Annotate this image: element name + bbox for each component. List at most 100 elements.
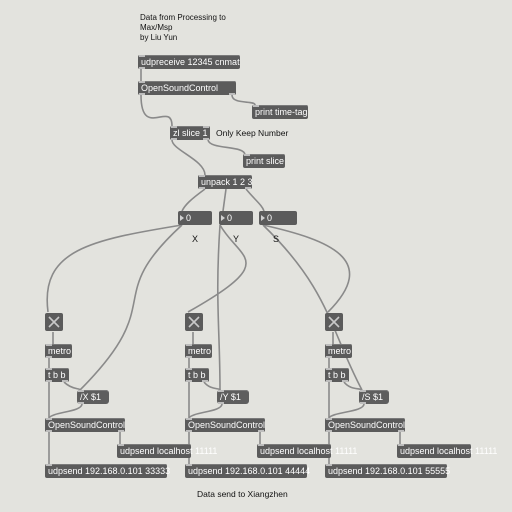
- number-box-x[interactable]: 0: [178, 211, 212, 225]
- udpsend-x-object[interactable]: udpsend 192.168.0.101 33333: [45, 464, 170, 478]
- osc-x-object[interactable]: OpenSoundControl: [45, 418, 125, 432]
- inlet[interactable]: [199, 175, 205, 177]
- object-text: udpsend localhost 11111: [120, 446, 218, 456]
- outlet[interactable]: [139, 67, 145, 69]
- object-text: t b b: [188, 370, 206, 380]
- outlet[interactable]: [199, 187, 205, 189]
- toggle-s[interactable]: [325, 313, 343, 331]
- udpsend-local-y-object[interactable]: udpsend localhost 11111: [257, 444, 357, 458]
- outlet[interactable]: [360, 402, 366, 404]
- osc-top-object[interactable]: OpenSoundControl: [138, 81, 236, 95]
- inlet[interactable]: [186, 344, 192, 346]
- metro-x-object[interactable]: metro: [45, 344, 72, 358]
- outlet[interactable]: [139, 93, 145, 95]
- inlet[interactable]: [326, 368, 332, 370]
- outlet[interactable]: [203, 138, 209, 140]
- inlet[interactable]: [203, 126, 209, 128]
- zl-slice-object[interactable]: zl slice 1: [170, 126, 210, 140]
- inlet[interactable]: [186, 464, 192, 466]
- outlet[interactable]: [326, 356, 332, 358]
- outlet[interactable]: [258, 430, 264, 432]
- object-text: OpenSoundControl: [141, 83, 219, 93]
- inlet[interactable]: [326, 464, 332, 466]
- outlet[interactable]: [186, 430, 192, 432]
- udpsend-s-object[interactable]: udpsend 192.168.0.101 55555: [325, 464, 451, 478]
- tbb-x-object[interactable]: t b b: [45, 368, 69, 382]
- print-slice-object[interactable]: print slice: [243, 154, 285, 168]
- outlet[interactable]: [62, 380, 68, 382]
- inlet[interactable]: [360, 390, 366, 392]
- tbb-y-object[interactable]: t b b: [185, 368, 209, 382]
- outlet[interactable]: [326, 430, 332, 432]
- metro-y-object[interactable]: metro: [185, 344, 212, 358]
- outlet[interactable]: [46, 430, 52, 432]
- inlet[interactable]: [46, 464, 52, 466]
- title-comment-line1: Data from Processing to: [140, 13, 226, 22]
- x-label: X: [192, 234, 199, 244]
- toggle-y[interactable]: [185, 313, 203, 331]
- message-x[interactable]: /X $1: [77, 390, 109, 404]
- outlet[interactable]: [202, 380, 208, 382]
- inlet[interactable]: [46, 344, 52, 346]
- number-triangle-icon: [221, 214, 225, 221]
- message-y[interactable]: /Y $1: [217, 390, 249, 404]
- inlet[interactable]: [171, 126, 177, 128]
- outlet[interactable]: [326, 380, 332, 382]
- outlet[interactable]: [229, 93, 235, 95]
- udpsend-y-object[interactable]: udpsend 192.168.0.101 44444: [185, 464, 311, 478]
- object-text: print slice: [246, 156, 285, 166]
- outlet[interactable]: [245, 187, 251, 189]
- toggle-s-icon: [328, 316, 340, 328]
- osc-y-object[interactable]: OpenSoundControl: [185, 418, 265, 432]
- object-text: t b b: [48, 370, 66, 380]
- outlet[interactable]: [46, 380, 52, 382]
- print-timetag-object[interactable]: print time-tag: [252, 105, 308, 119]
- tbb-s-object[interactable]: t b b: [325, 368, 349, 382]
- object-text: metro: [48, 346, 72, 356]
- outlet[interactable]: [398, 430, 404, 432]
- inlet[interactable]: [258, 444, 264, 446]
- inlet[interactable]: [139, 55, 145, 57]
- udpreceive-object[interactable]: udpreceive 12345 cnmat: [138, 55, 240, 69]
- message-text: /Y $1: [220, 392, 241, 402]
- inlet[interactable]: [326, 344, 332, 346]
- inlet[interactable]: [78, 390, 84, 392]
- outlet[interactable]: [218, 402, 224, 404]
- inlet[interactable]: [326, 418, 332, 420]
- object-text: udpsend localhost 11111: [400, 446, 498, 456]
- outlet[interactable]: [46, 356, 52, 358]
- outlet[interactable]: [118, 430, 124, 432]
- outlet[interactable]: [171, 138, 177, 140]
- inlet[interactable]: [46, 418, 52, 420]
- object-text: metro: [188, 346, 212, 356]
- number-box-y[interactable]: 0: [219, 211, 253, 225]
- unpack-object[interactable]: unpack 1 2 3: [198, 175, 253, 189]
- udpsend-local-s-object[interactable]: udpsend localhost 11111: [397, 444, 497, 458]
- osc-s-object[interactable]: OpenSoundControl: [325, 418, 405, 432]
- inlet[interactable]: [218, 390, 224, 392]
- message-s[interactable]: /S $1: [359, 390, 389, 404]
- outlet[interactable]: [186, 380, 192, 382]
- inlet[interactable]: [46, 368, 52, 370]
- inlet[interactable]: [244, 154, 250, 156]
- inlet[interactable]: [118, 444, 124, 446]
- outlet[interactable]: [342, 380, 348, 382]
- outlet[interactable]: [78, 402, 84, 404]
- object-text: udpsend 192.168.0.101 44444: [188, 466, 311, 476]
- number-box-s[interactable]: 0: [259, 211, 297, 225]
- number-triangle-icon: [261, 214, 265, 221]
- object-text: udpsend 192.168.0.101 55555: [328, 466, 451, 476]
- title-comment-line3: by Liu Yun: [140, 33, 178, 42]
- inlet[interactable]: [186, 418, 192, 420]
- object-text: zl slice 1: [173, 128, 208, 138]
- inlet[interactable]: [186, 368, 192, 370]
- toggle-x[interactable]: [45, 313, 63, 331]
- inlet[interactable]: [253, 105, 259, 107]
- outlet[interactable]: [186, 356, 192, 358]
- inlet[interactable]: [398, 444, 404, 446]
- udpsend-local-x-object[interactable]: udpsend localhost 11111: [117, 444, 217, 458]
- metro-s-object[interactable]: metro: [325, 344, 352, 358]
- inlet[interactable]: [139, 81, 145, 83]
- only-keep-number-comment: Only Keep Number: [216, 128, 289, 138]
